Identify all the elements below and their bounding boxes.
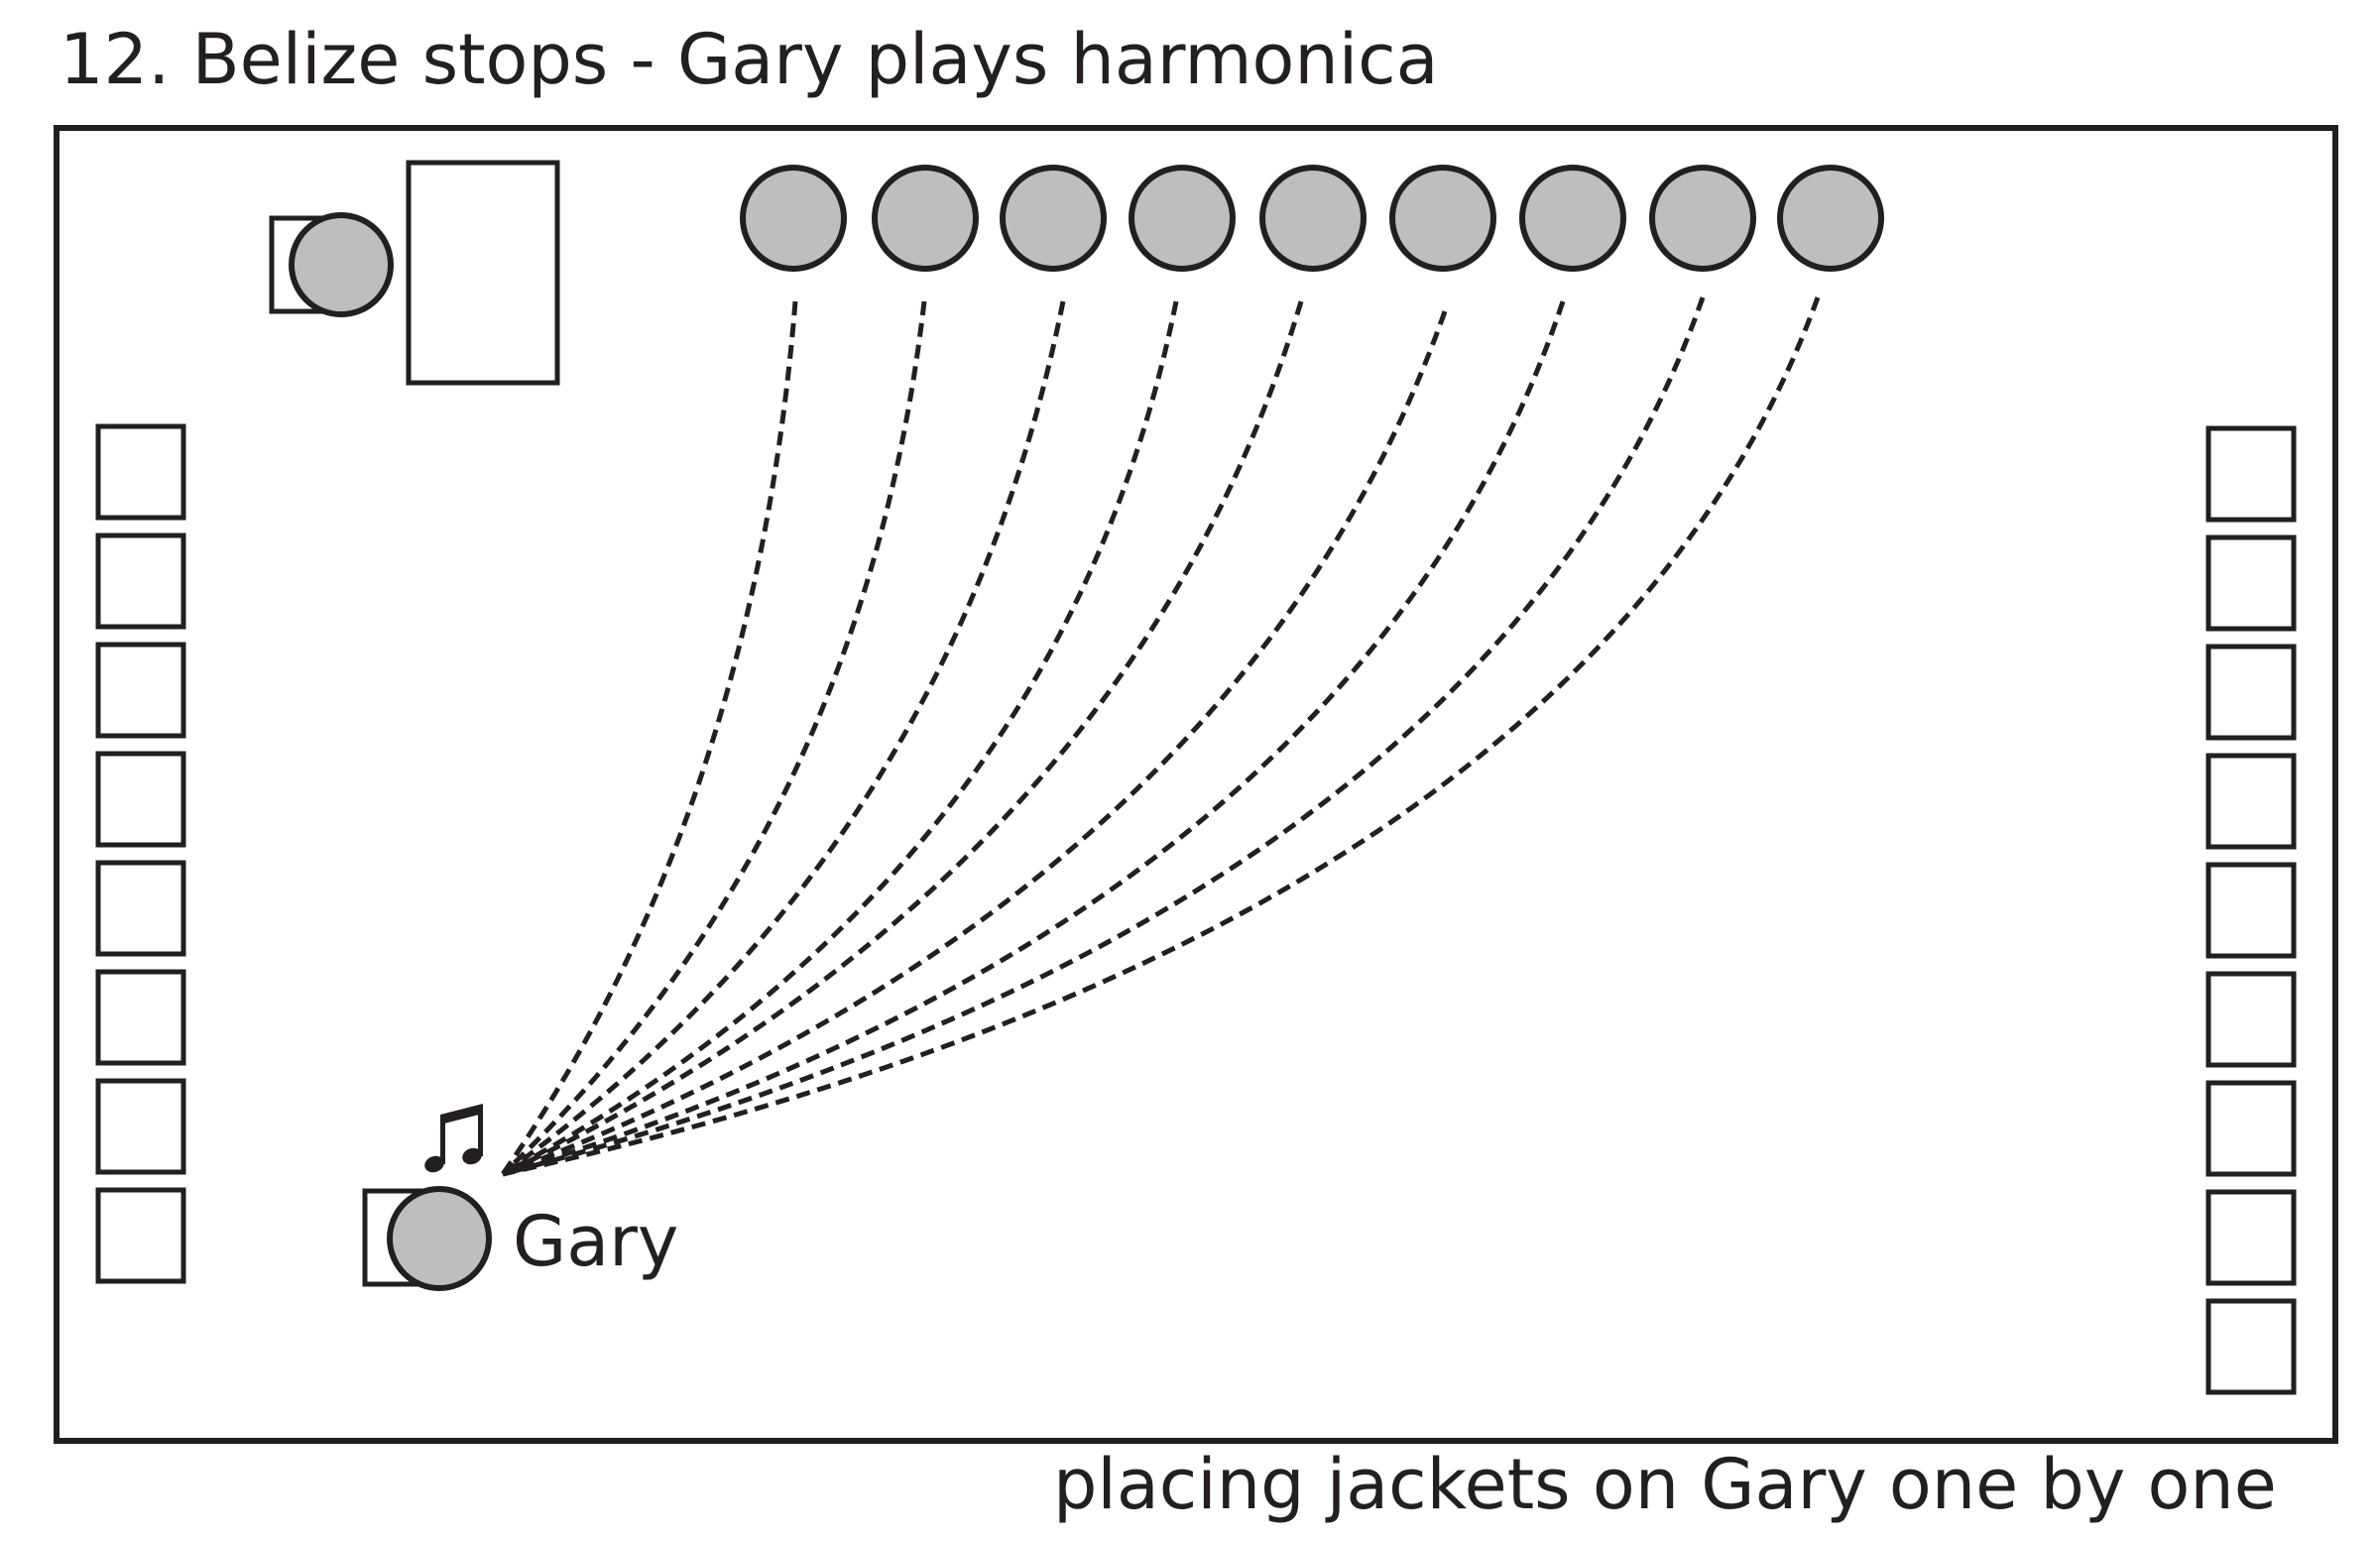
jacket-path	[500, 300, 798, 1176]
left-chairs-column	[95, 423, 186, 1284]
room-outline	[54, 125, 2338, 1444]
chair	[2205, 534, 2297, 632]
right-chairs-column	[2205, 425, 2297, 1395]
jacket-path	[501, 300, 1179, 1177]
chair	[95, 751, 186, 848]
gary-figure	[362, 1186, 492, 1291]
chair	[95, 969, 186, 1066]
gary-label: Gary	[513, 1201, 678, 1282]
jacket-path	[502, 297, 1821, 1177]
chair	[2205, 1189, 2297, 1286]
chair	[2205, 1080, 2297, 1177]
chair	[95, 423, 186, 521]
chair	[95, 642, 186, 739]
top-row-person	[1129, 165, 1236, 272]
top-row-people	[740, 165, 1884, 272]
chair	[2205, 971, 2297, 1068]
top-row-person	[1777, 165, 1884, 272]
chair	[2205, 644, 2297, 741]
jacket-path	[502, 310, 1448, 1177]
top-row-person	[1000, 165, 1107, 272]
chair	[95, 1078, 186, 1175]
jacket-path	[501, 300, 1066, 1177]
top-row-person	[872, 165, 979, 272]
desk	[406, 160, 560, 386]
chair	[2205, 1298, 2297, 1395]
chair	[2205, 753, 2297, 850]
top-left-figure	[269, 212, 394, 317]
top-row-person	[1649, 165, 1756, 272]
chair	[2205, 862, 2297, 959]
jacket-path	[502, 297, 1706, 1177]
chair	[95, 533, 186, 630]
music-note-icon	[424, 1104, 483, 1173]
jacket-path	[501, 300, 927, 1176]
gary-person	[387, 1186, 492, 1291]
top-row-person	[1389, 165, 1496, 272]
jacket-paths	[500, 297, 1821, 1177]
top-row-person	[1259, 165, 1367, 272]
diagram-caption: placing jackets on Gary one by one	[1053, 1444, 2277, 1525]
top-row-person	[740, 165, 847, 272]
chair	[95, 860, 186, 957]
top-left-person	[289, 212, 394, 317]
top-row-person	[1519, 165, 1626, 272]
chair	[95, 1187, 186, 1284]
diagram-title: 12. Belize stops - Gary plays harmonica	[60, 19, 1439, 100]
chair	[2205, 425, 2297, 523]
